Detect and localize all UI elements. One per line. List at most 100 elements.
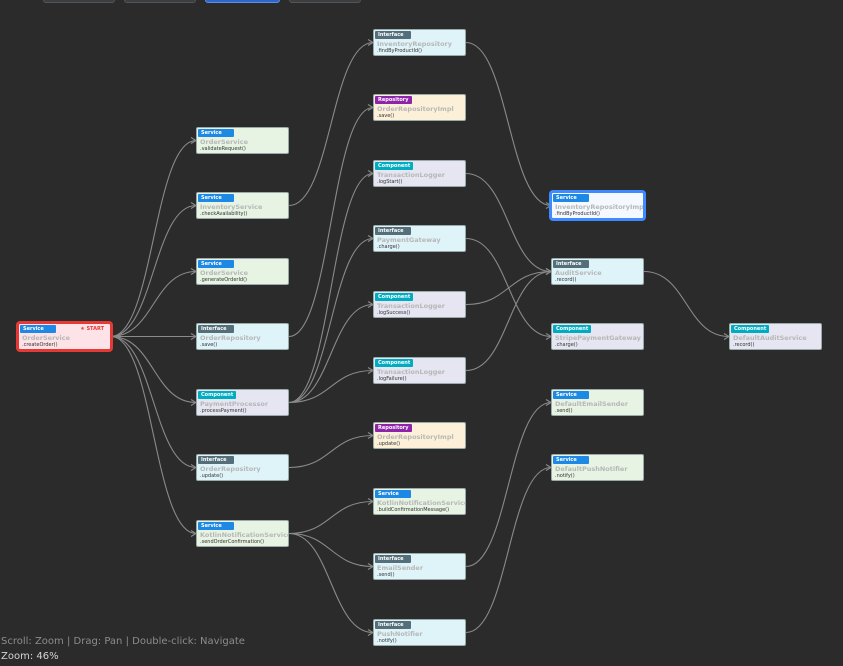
node-method-name: .findByProductId() xyxy=(555,211,601,217)
graph-edge xyxy=(465,237,552,338)
toolbar xyxy=(0,0,843,4)
node-method-name: .logStart() xyxy=(377,179,403,185)
node-type-badge: Interface xyxy=(198,456,234,464)
node-method-name: .record() xyxy=(733,342,755,348)
graph-edge xyxy=(288,303,374,404)
node-method-name: .save() xyxy=(377,113,395,119)
toolbar-button-1[interactable] xyxy=(43,0,115,3)
graph-edge xyxy=(465,270,552,372)
node-class-name: DefaultPushNotifier xyxy=(555,465,628,473)
node-method-name: .checkAvailability() xyxy=(200,211,248,217)
node-method-name: .notify() xyxy=(377,638,397,644)
help-text: Scroll: Zoom | Drag: Pan | Double-click:… xyxy=(1,636,245,647)
node-method-name: .logSuccess() xyxy=(377,310,411,316)
toolbar-button-2[interactable] xyxy=(124,0,196,3)
node-class-name: EmailSender xyxy=(377,564,424,572)
graph-edge xyxy=(110,335,197,469)
node-class-name: PushNotifier xyxy=(377,630,423,638)
node-class-name: KotlinNotificationService xyxy=(200,531,289,539)
node-class-name: OrderRepository xyxy=(200,334,261,342)
node-type-badge: Interface xyxy=(375,31,411,39)
node-method-name: .validateRequest() xyxy=(200,146,246,152)
node-class-name: DefaultAuditService xyxy=(733,334,807,342)
graph-edge xyxy=(110,335,197,535)
node-class-name: OrderService xyxy=(200,269,249,277)
graph-edge xyxy=(465,466,552,634)
node-method-name: .save() xyxy=(200,342,218,348)
node-class-name: OrderRepositoryImpl xyxy=(377,105,454,113)
node-type-badge: Interface xyxy=(375,227,411,235)
node-class-name: InventoryRepositoryImpl xyxy=(555,203,644,211)
node-type-badge: Service xyxy=(553,456,589,464)
node-type-badge: Repository xyxy=(375,424,412,432)
node-class-name: OrderRepository xyxy=(200,465,261,473)
node-method-name: .buildConfirmationMessage() xyxy=(377,507,450,513)
node-type-badge: Component xyxy=(375,359,414,367)
node-type-badge: Repository xyxy=(375,96,412,104)
graph-edge xyxy=(110,139,197,338)
graph-edge xyxy=(643,270,730,338)
node-method-name: .logFailure() xyxy=(377,376,407,382)
graph-edge xyxy=(110,270,197,338)
node-method-name: .send() xyxy=(377,572,395,578)
node-type-badge: Interface xyxy=(553,260,589,268)
graph-edge xyxy=(288,532,374,568)
graph-edge xyxy=(288,434,374,469)
node-method-name: .processPayment() xyxy=(200,408,247,414)
node-type-badge: Component xyxy=(731,325,770,333)
graph-edge xyxy=(110,335,197,404)
node-method-name: .sendOrderConfirmation() xyxy=(200,539,265,545)
node-class-name: TransactionLogger xyxy=(377,302,446,310)
node-class-name: AuditService xyxy=(555,269,602,277)
graph-edge xyxy=(288,369,374,404)
node-method-name: .update() xyxy=(377,441,401,447)
toolbar-button-4[interactable] xyxy=(289,0,361,3)
graph-edge xyxy=(288,532,374,634)
graph-edge xyxy=(110,204,197,338)
node-type-badge: Interface xyxy=(375,621,411,629)
node-type-badge: Component xyxy=(375,293,414,301)
node-method-name: .update() xyxy=(200,473,224,479)
node-method-name: .charge() xyxy=(555,342,578,348)
node-class-name: PaymentProcessor xyxy=(200,400,269,408)
node-method-name: .charge() xyxy=(377,244,400,250)
node-class-name: InventoryService xyxy=(200,203,263,211)
node-type-badge: Service xyxy=(20,325,56,333)
node-type-badge: Interface xyxy=(375,555,411,563)
toolbar-button-active[interactable] xyxy=(205,0,280,3)
node-type-badge: Service xyxy=(198,129,234,137)
node-method-name: .notify() xyxy=(555,473,575,479)
graph-edge xyxy=(465,172,552,273)
node-class-name: TransactionLogger xyxy=(377,368,446,376)
node-class-name: KotlinNotificationService xyxy=(377,499,466,507)
node-method-name: .findByProductId() xyxy=(377,48,423,54)
graph-edge xyxy=(288,172,374,404)
node-class-name: OrderService xyxy=(22,334,71,342)
node-type-badge: Service xyxy=(375,490,411,498)
graph-edge xyxy=(465,41,552,207)
